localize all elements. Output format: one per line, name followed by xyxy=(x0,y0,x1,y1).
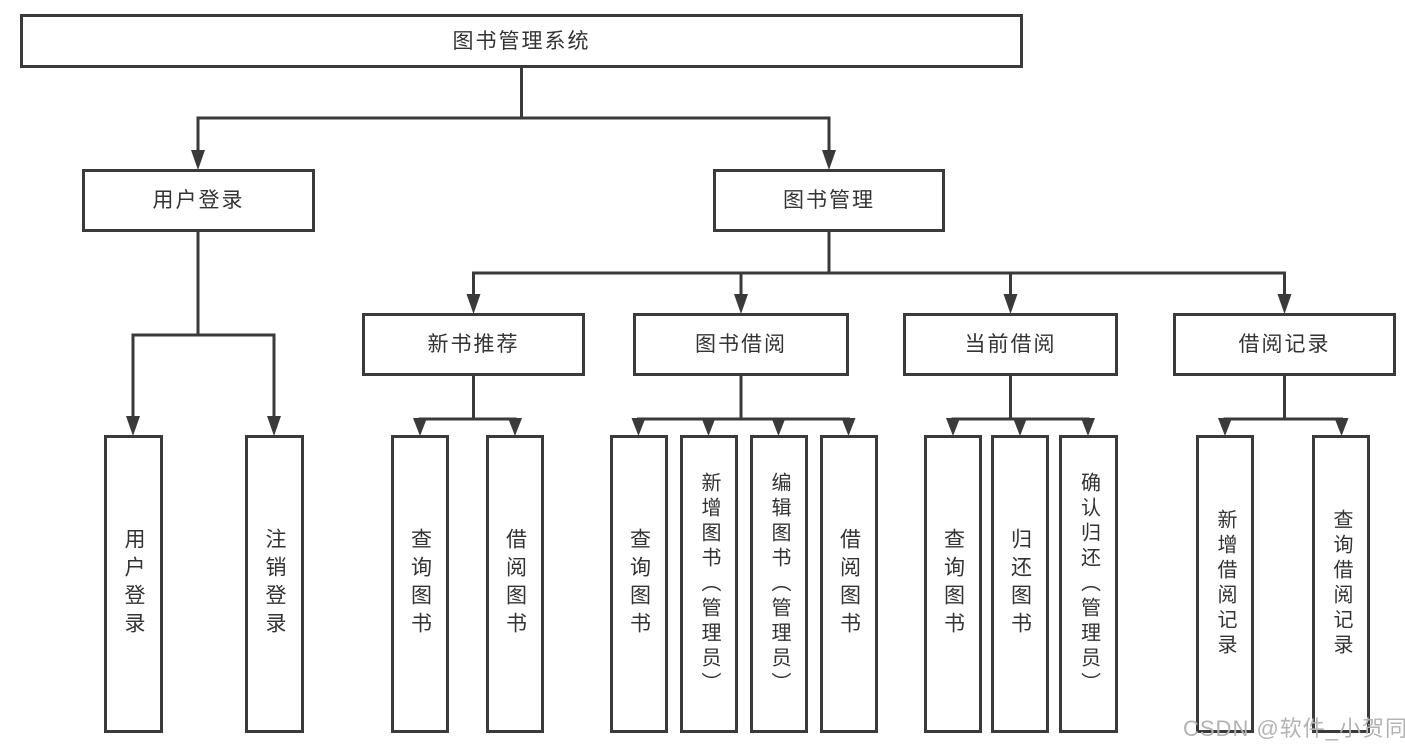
arrow-icon xyxy=(631,418,646,436)
leaf-query-borrow-record: 查询借阅记录 xyxy=(1312,435,1370,733)
watermark: CSDN @软件_小贺同学 xyxy=(1183,716,1405,741)
arrow-icon xyxy=(1277,294,1292,314)
arrow-icon xyxy=(771,418,786,436)
arrow-icon xyxy=(413,418,427,436)
leaf-user-login: 用户登录 xyxy=(104,435,163,733)
arrow-icon xyxy=(822,150,836,170)
arrow-icon xyxy=(126,416,140,436)
leaf-add-borrow-record: 新增借阅记录 xyxy=(1196,435,1254,733)
arrow-icon xyxy=(841,418,856,436)
leaf-return-book: 归还图书 xyxy=(991,435,1049,733)
arrow-icon xyxy=(1334,418,1349,436)
arrow-icon xyxy=(267,416,281,436)
leaf-query-books-recommend: 查询图书 xyxy=(391,435,449,733)
arrow-icon xyxy=(1003,294,1018,314)
leaf-borrow-books: 借阅图书 xyxy=(820,435,878,733)
arrow-icon xyxy=(946,418,960,436)
leaf-logout: 注销登录 xyxy=(245,435,304,733)
arrow-icon xyxy=(701,418,716,436)
leaf-confirm-return-admin: 确认归还（管理员） xyxy=(1059,435,1118,733)
leaf-borrow-books-recommend: 借阅图书 xyxy=(486,435,544,733)
node-user-login-group: 用户登录 xyxy=(82,169,315,232)
arrow-icon xyxy=(191,150,205,170)
leaf-query-books-borrow: 查询图书 xyxy=(610,435,668,733)
node-book-management: 图书管理 xyxy=(713,169,945,232)
arrow-icon xyxy=(466,294,481,314)
node-book-borrow: 图书借阅 xyxy=(633,313,849,376)
node-root: 图书管理系统 xyxy=(20,14,1023,68)
leaf-add-book-admin: 新增图书（管理员） xyxy=(680,435,738,733)
arrow-icon xyxy=(1013,418,1027,436)
leaf-query-books-current: 查询图书 xyxy=(924,435,982,733)
arrow-icon xyxy=(734,294,748,314)
node-current-borrow: 当前借阅 xyxy=(903,313,1118,376)
arrow-icon xyxy=(1081,418,1095,436)
leaf-edit-book-admin: 编辑图书（管理员） xyxy=(750,435,808,733)
node-borrow-records: 借阅记录 xyxy=(1173,313,1396,376)
node-new-book-recommend: 新书推荐 xyxy=(362,313,585,376)
arrow-icon xyxy=(508,418,522,436)
arrow-icon xyxy=(1218,418,1232,436)
